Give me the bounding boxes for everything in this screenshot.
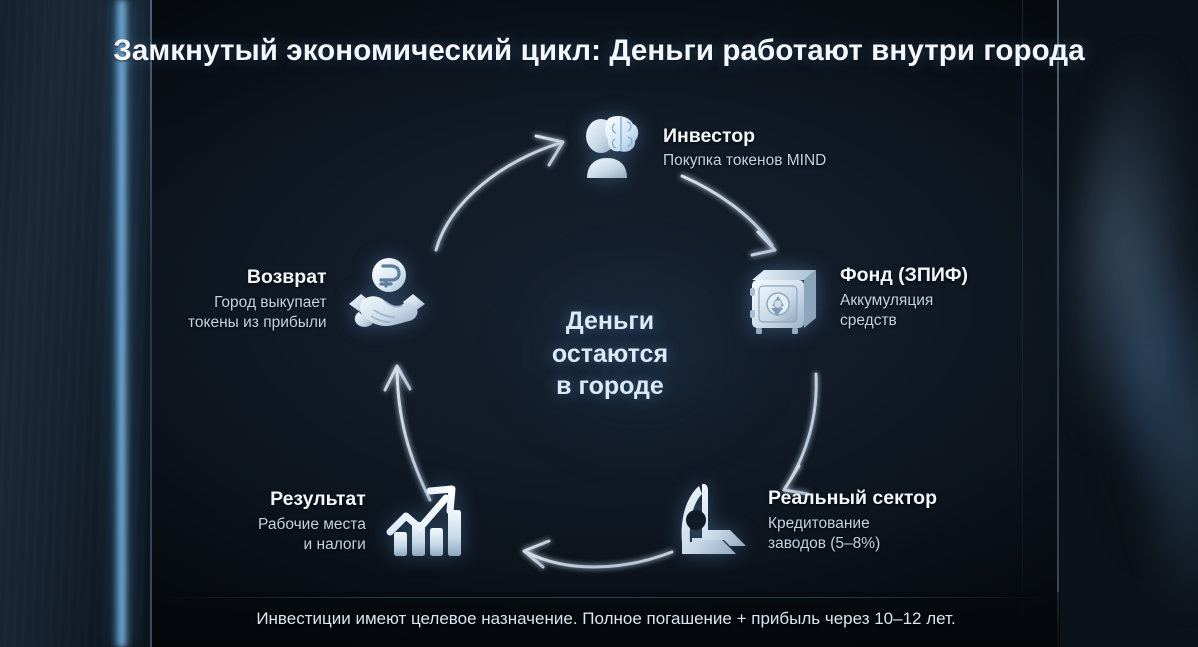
node-result-title: Результат	[270, 488, 366, 511]
background-light-strip	[113, 0, 129, 647]
center-caption-line-1: Деньги	[565, 307, 655, 335]
footer-divider	[163, 597, 1049, 598]
handshake-ruble-icon	[327, 241, 446, 359]
arrow-real-to-result	[524, 550, 674, 569]
center-caption-line-3: в городе	[556, 372, 664, 400]
arrow-fund-to-real	[784, 372, 818, 489]
arrow-head-fund-to-real	[782, 464, 810, 496]
arrow-result-to-return	[395, 368, 432, 502]
arrow-investor-to-fund	[680, 174, 774, 247]
node-fund-subtitle-line-2: средств	[840, 312, 897, 330]
arrow-head-return-to-investor	[534, 134, 565, 167]
node-return-subtitle-line-2: токены из прибыли	[188, 314, 327, 332]
node-fund[interactable]: Фонд (ЗПИФ) Аккумуляция средств	[725, 241, 968, 355]
investor-brain-icon	[553, 94, 661, 202]
arrow-head-investor-to-fund	[750, 230, 777, 257]
arrow-head-result-to-return	[383, 364, 412, 392]
node-real-sector-subtitle-line-2: заводов (5–8%)	[768, 535, 881, 553]
background-left-texture	[0, 0, 158, 647]
node-real-sector-title: Реальный сектор	[768, 487, 937, 510]
factory-icon	[655, 465, 767, 577]
node-investor-title: Инвестор	[663, 124, 756, 147]
footer-bar	[152, 592, 1060, 647]
node-return-subtitle-line-1: Город выкупает	[214, 294, 327, 312]
node-real-sector[interactable]: Реальный сектор Кредитование заводов (5–…	[655, 465, 937, 577]
arrow-head-real-to-result	[522, 539, 551, 569]
node-result[interactable]: Результат Рабочие места и налоги	[258, 465, 481, 579]
safe-vault-icon	[725, 241, 839, 355]
node-fund-title: Фонд (ЗПИФ)	[840, 264, 969, 287]
node-return-text: Возврат Город выкупает токены из прибыли	[188, 266, 327, 333]
node-result-subtitle-line-2: и налоги	[303, 536, 366, 554]
background-center-glow	[430, 190, 850, 520]
node-return[interactable]: Возврат Город выкупает токены из прибыли	[188, 241, 446, 359]
node-investor-subtitle: Покупка токенов MIND	[663, 152, 827, 170]
background-seam-left	[150, 0, 152, 647]
background-main-stage	[152, 0, 1060, 647]
center-caption: Деньги остаются в городе	[489, 305, 731, 403]
growth-chart-icon	[367, 465, 481, 579]
background-right-swirl-dark	[1100, 150, 1198, 570]
node-fund-subtitle-line-1: Аккумуляция	[840, 292, 934, 310]
node-fund-text: Фонд (ЗПИФ) Аккумуляция средств	[840, 264, 968, 331]
node-result-subtitle-line-1: Рабочие места	[258, 516, 366, 534]
center-caption-line-2: остаются	[551, 339, 669, 368]
node-return-title: Возврат	[246, 266, 327, 289]
node-real-sector-subtitle-line-1: Кредитование	[768, 515, 870, 533]
background-left-panel	[0, 0, 158, 647]
arrow-return-to-investor	[434, 141, 562, 252]
node-result-text: Результат Рабочие места и налоги	[258, 488, 366, 555]
background-vignette	[152, 0, 1060, 647]
background-seam-right	[1057, 0, 1059, 647]
background-seam-right-inner	[1022, 0, 1023, 647]
footer-note: Инвестиции имеют целевое назначение. Пол…	[256, 609, 956, 628]
node-real-sector-text: Реальный сектор Кредитование заводов (5–…	[768, 487, 937, 554]
node-investor-text: Инвестор Покупка токенов MIND	[663, 125, 826, 172]
node-investor[interactable]: Инвестор Покупка токенов MIND	[553, 94, 826, 202]
page-title: Замкнутый экономический цикл: Деньги раб…	[113, 34, 1085, 67]
